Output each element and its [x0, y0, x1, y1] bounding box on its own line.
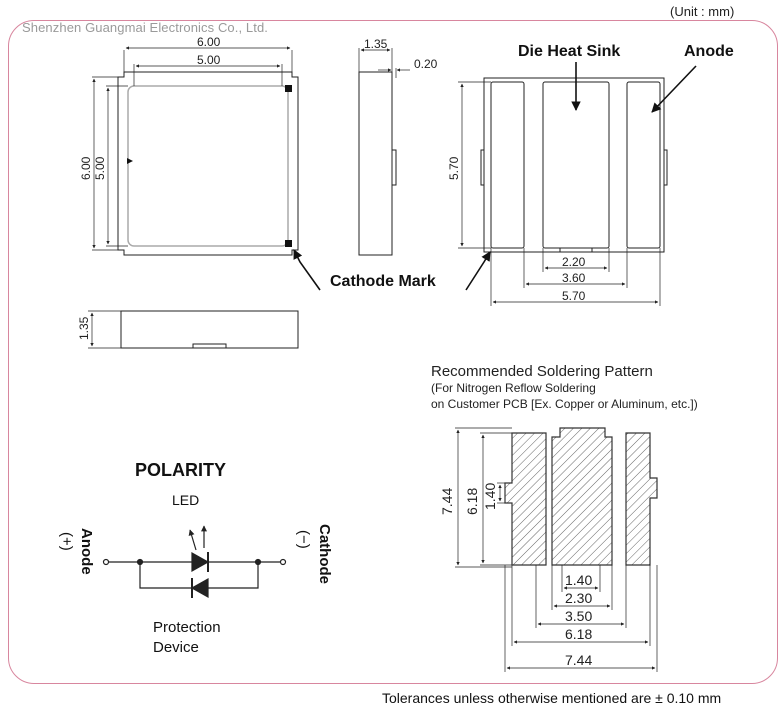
front-view	[88, 310, 299, 349]
top-height-outer: 6.00	[79, 156, 93, 180]
bottom-dim-c: 5.70	[562, 289, 586, 303]
cathode-sign: (−)	[295, 530, 312, 549]
solder-pattern	[504, 427, 658, 566]
cathode-mark-label: Cathode Mark	[330, 273, 436, 290]
protection-label-1: Protection	[153, 619, 221, 636]
top-width-inner: 5.00	[197, 53, 221, 67]
polarity-schematic	[102, 525, 287, 599]
side-view	[358, 48, 410, 256]
cathode-marker-bottom	[285, 240, 292, 247]
solder-h-mid: 6.18	[464, 488, 480, 515]
protection-diode-icon	[190, 577, 209, 599]
tolerance-note: Tolerances unless otherwise mentioned ar…	[382, 690, 722, 706]
led-label: LED	[172, 492, 199, 508]
solder-title: Recommended Soldering Pattern	[431, 363, 653, 380]
top-width-outer: 6.00	[197, 35, 221, 49]
anode-sign: (+)	[58, 532, 75, 551]
company-name: Shenzhen Guangmai Electronics Co., Ltd.	[22, 20, 268, 35]
front-thickness: 1.35	[77, 316, 91, 340]
cathode-marker-top	[285, 85, 292, 92]
bottom-view	[458, 62, 697, 306]
solder-h-small: 1.40	[482, 483, 498, 510]
anode-polarity-label: Anode	[78, 528, 95, 575]
solder-w4: 6.18	[565, 626, 592, 642]
solder-w3: 3.50	[565, 608, 592, 624]
side-lead: 0.20	[414, 57, 438, 71]
top-height-inner: 5.00	[93, 156, 107, 180]
bottom-dim-a: 2.20	[562, 255, 586, 269]
drawing-frame	[8, 20, 778, 684]
side-thickness: 1.35	[364, 37, 388, 51]
cathode-polarity-label: Cathode	[316, 524, 333, 584]
unit-label: (Unit : mm)	[670, 4, 735, 19]
polarity-title: POLARITY	[135, 460, 226, 480]
protection-label-2: Device	[153, 639, 199, 656]
solder-w1: 1.40	[565, 572, 592, 588]
die-heat-sink-label: Die Heat Sink	[518, 43, 620, 60]
solder-w2: 2.30	[565, 590, 592, 606]
solder-note-1: (For Nitrogen Reflow Soldering	[431, 381, 596, 395]
solder-w5: 7.44	[565, 652, 592, 668]
pin-indicator-icon	[127, 158, 133, 164]
solder-note-2: on Customer PCB [Ex. Copper or Aluminum,…	[431, 397, 698, 411]
cathode-mark-callout	[293, 249, 491, 291]
top-view	[92, 46, 299, 256]
bottom-height: 5.70	[447, 156, 461, 180]
bottom-dim-b: 3.60	[562, 271, 586, 285]
solder-dimensions	[455, 427, 658, 672]
anode-label: Anode	[684, 43, 734, 60]
solder-h-outer: 7.44	[439, 488, 455, 515]
led-diode-icon	[191, 551, 210, 573]
